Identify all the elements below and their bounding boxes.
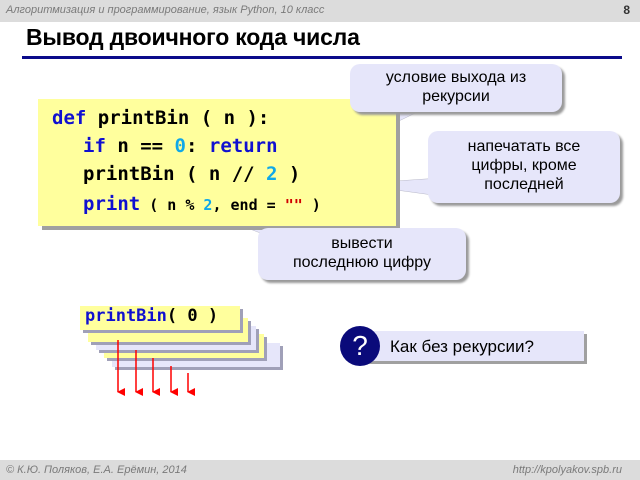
callout-line: последнюю цифру [292, 254, 432, 271]
close-paren: ) [302, 196, 321, 214]
keyword-def: def [52, 107, 87, 129]
callout-exit-condition: условие выхода из рекурсии [350, 64, 562, 112]
copyright: © К.Ю. Поляков, Е.А. Ерёмин, 2014 [6, 464, 187, 476]
callout-line: условие выхода из [385, 69, 527, 86]
slide-title: Вывод двоичного кода числа [26, 24, 360, 50]
callout-line: цифры, кроме [471, 157, 577, 174]
empty-string: "" [284, 196, 303, 214]
code-line-2: if n == 0: return [83, 135, 278, 157]
keyword-print: print [83, 193, 141, 215]
footer-bar: © К.Ю. Поляков, Е.А. Ерёмин, 2014 http:/… [0, 460, 640, 480]
keyword-return: return [208, 135, 278, 157]
callout-line: напечатать все [467, 138, 581, 155]
end-kwarg: , end = [212, 196, 285, 214]
number-zero: 0 [174, 135, 186, 157]
callout-line: последней [484, 176, 564, 193]
callout-print-last-digit: вывести последнюю цифру [258, 228, 466, 280]
keyword-if: if [83, 135, 106, 157]
print-args: ( n % [140, 196, 204, 214]
call-name: printBin [85, 306, 167, 326]
code-block: def printBin ( n ): if n == 0: return pr… [38, 99, 396, 226]
code-line-4: print ( n % 2, end = "" ) [83, 193, 321, 215]
number-two: 2 [203, 196, 213, 214]
number-two: 2 [266, 163, 278, 185]
callout-line: вывести [331, 235, 393, 252]
stack-card-top: printBin( 0 ) [80, 306, 240, 330]
colon: : [185, 135, 209, 157]
callout-print-all-digits: напечатать все цифры, кроме последней [428, 131, 620, 203]
site-url: http://kpolyakov.spb.ru [512, 464, 622, 476]
question-mark-icon: ? [340, 326, 380, 366]
condition-text: n == [105, 135, 175, 157]
close-paren: ) [277, 163, 301, 185]
recursive-call: printBin ( n // [83, 163, 267, 185]
course-title: Алгоритмизация и программирование, язык … [6, 4, 325, 16]
question-text: Как без рекурсии? [390, 337, 534, 356]
title-underline [22, 56, 622, 59]
code-line-1: def printBin ( n ): [52, 107, 269, 129]
function-signature: printBin ( n ): [86, 107, 270, 129]
callout-line: рекурсии [422, 88, 490, 105]
page-number: 8 [623, 3, 630, 17]
code-line-3: printBin ( n // 2 ) [83, 163, 300, 185]
question-box: Как без рекурсии? [364, 331, 584, 361]
header-bar: Алгоритмизация и программирование, язык … [0, 0, 640, 22]
call-arg: ( 0 ) [166, 306, 219, 326]
